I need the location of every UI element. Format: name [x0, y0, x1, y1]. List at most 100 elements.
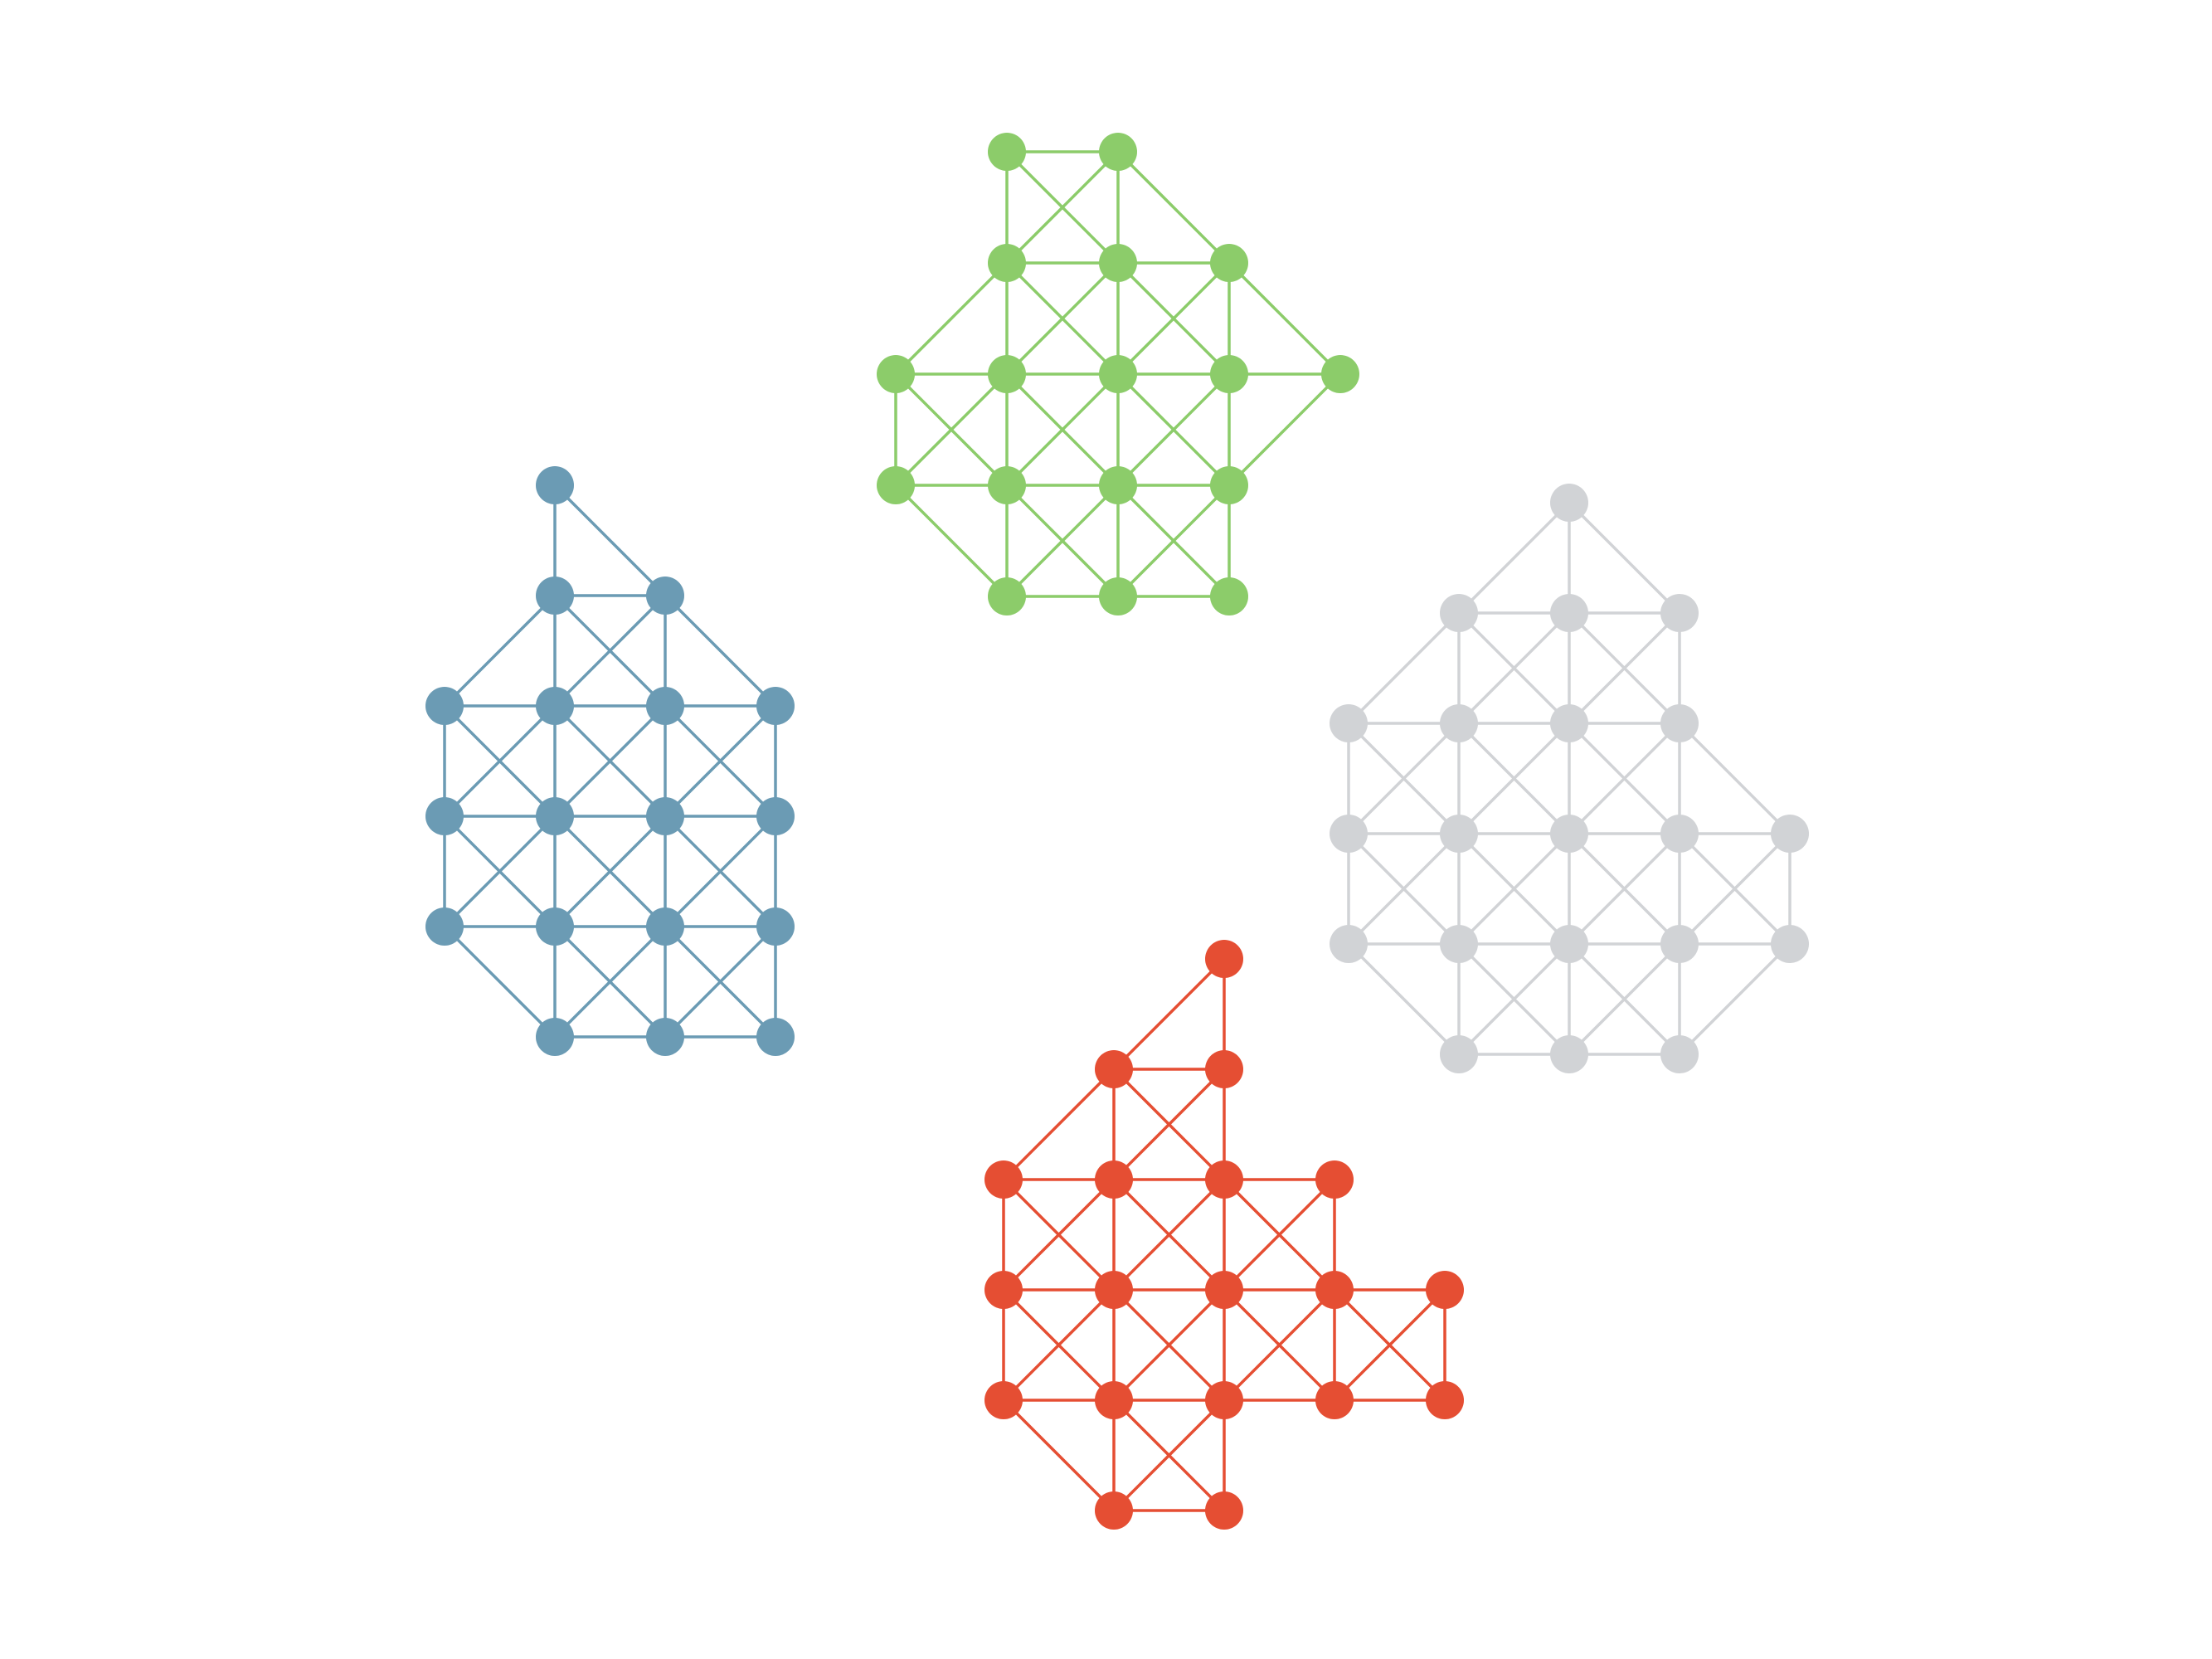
graph-node	[1771, 925, 1809, 963]
graph-node	[1205, 1271, 1243, 1309]
graph-node	[1095, 1491, 1133, 1530]
graph-node	[756, 797, 795, 835]
graph-node	[1440, 925, 1478, 963]
graph-edge	[443, 815, 557, 928]
graph-edge	[1457, 942, 1571, 1056]
graph-node	[1550, 594, 1588, 632]
graph-node	[1550, 925, 1588, 963]
graph-node	[646, 687, 684, 725]
graph-edge	[1568, 832, 1681, 946]
gray-graph-nodes	[1330, 484, 1809, 1073]
graph-node	[536, 907, 574, 946]
graph-node	[1550, 1035, 1588, 1073]
graph-node	[1426, 1381, 1464, 1419]
graph-node	[425, 797, 464, 835]
graph-edge	[1112, 957, 1226, 1071]
graph-edge	[1228, 261, 1342, 376]
graph-edge	[1116, 261, 1231, 376]
graph-node	[1315, 1271, 1354, 1309]
graph-node	[646, 1018, 684, 1056]
graph-node	[1099, 466, 1137, 504]
graph-edge	[1568, 722, 1681, 835]
graph-node	[1550, 704, 1588, 742]
graph-node	[1550, 815, 1588, 853]
graph-node	[1330, 704, 1368, 742]
graph-node	[984, 1271, 1023, 1309]
graph-node	[1660, 704, 1699, 742]
graph-node	[1330, 925, 1368, 963]
graph-node	[756, 687, 795, 725]
graph-node	[1550, 484, 1588, 522]
graph-node	[1426, 1271, 1464, 1309]
graph-edge	[1002, 1178, 1116, 1292]
graph-node	[1315, 1160, 1354, 1199]
graph-node	[1099, 577, 1137, 615]
graph-node	[1660, 1035, 1699, 1073]
graph-node	[1099, 355, 1137, 393]
graph-node	[646, 577, 684, 615]
graph-node	[1205, 1381, 1243, 1419]
graph-edge	[1457, 722, 1571, 835]
graph-node	[877, 466, 915, 504]
graph-node	[1095, 1271, 1133, 1309]
graph-node	[646, 907, 684, 946]
graph-node	[646, 797, 684, 835]
graph-edge	[1457, 611, 1571, 725]
graph-node	[988, 133, 1026, 171]
graph-node	[1210, 577, 1248, 615]
graph-edge	[553, 704, 667, 818]
graph-node	[536, 1018, 574, 1056]
graph-edge	[1002, 1288, 1116, 1402]
graph-edge	[894, 372, 1009, 487]
graph-node	[988, 577, 1026, 615]
graph-edge	[443, 704, 557, 818]
graph-edge	[1223, 1288, 1336, 1402]
graph-node	[1771, 815, 1809, 853]
graph-node	[988, 466, 1026, 504]
graph-node	[1205, 1050, 1243, 1088]
graph-edge	[1568, 501, 1681, 615]
graph-node	[1205, 1160, 1243, 1199]
blue-graph-nodes	[425, 466, 795, 1056]
graph-node	[1095, 1160, 1133, 1199]
graph-node	[1440, 1035, 1478, 1073]
graph-node	[756, 1018, 795, 1056]
graph-node	[1440, 594, 1478, 632]
graph-edge	[664, 594, 777, 708]
red-graph-nodes	[984, 940, 1464, 1530]
graph-node	[1321, 355, 1359, 393]
graph-edge	[1116, 484, 1231, 598]
graph-edge	[1112, 1288, 1226, 1402]
graph-node	[756, 907, 795, 946]
graph-edge	[894, 261, 1009, 376]
graph-edge	[1002, 1399, 1116, 1512]
graph-node	[1660, 815, 1699, 853]
graph-edge	[1005, 372, 1120, 487]
graph-edge	[1678, 722, 1791, 835]
graph-node	[1440, 815, 1478, 853]
red-graph	[984, 940, 1464, 1530]
graph-edge	[894, 484, 1009, 598]
graph-edge	[1678, 832, 1791, 946]
graph-node	[1205, 1491, 1243, 1530]
graph-node	[1210, 466, 1248, 504]
graph-node	[988, 244, 1026, 282]
graph-node	[536, 466, 574, 504]
graph-edge	[1228, 372, 1342, 487]
graph-node	[1095, 1050, 1133, 1088]
graph-edge	[1005, 150, 1120, 265]
graph-edge	[664, 815, 777, 928]
graph-edge	[1112, 1399, 1226, 1512]
graph-edge	[443, 594, 557, 708]
graph-node	[1315, 1381, 1354, 1419]
graph-node	[536, 797, 574, 835]
graph-node	[1660, 594, 1699, 632]
graph-edge	[1678, 942, 1791, 1056]
graph-node	[1099, 244, 1137, 282]
graph-edge	[553, 815, 667, 928]
graph-edge	[553, 925, 667, 1039]
graph-edge	[1568, 611, 1681, 725]
green-graph	[877, 133, 1359, 615]
graph-node	[536, 577, 574, 615]
graph-node	[1095, 1381, 1133, 1419]
